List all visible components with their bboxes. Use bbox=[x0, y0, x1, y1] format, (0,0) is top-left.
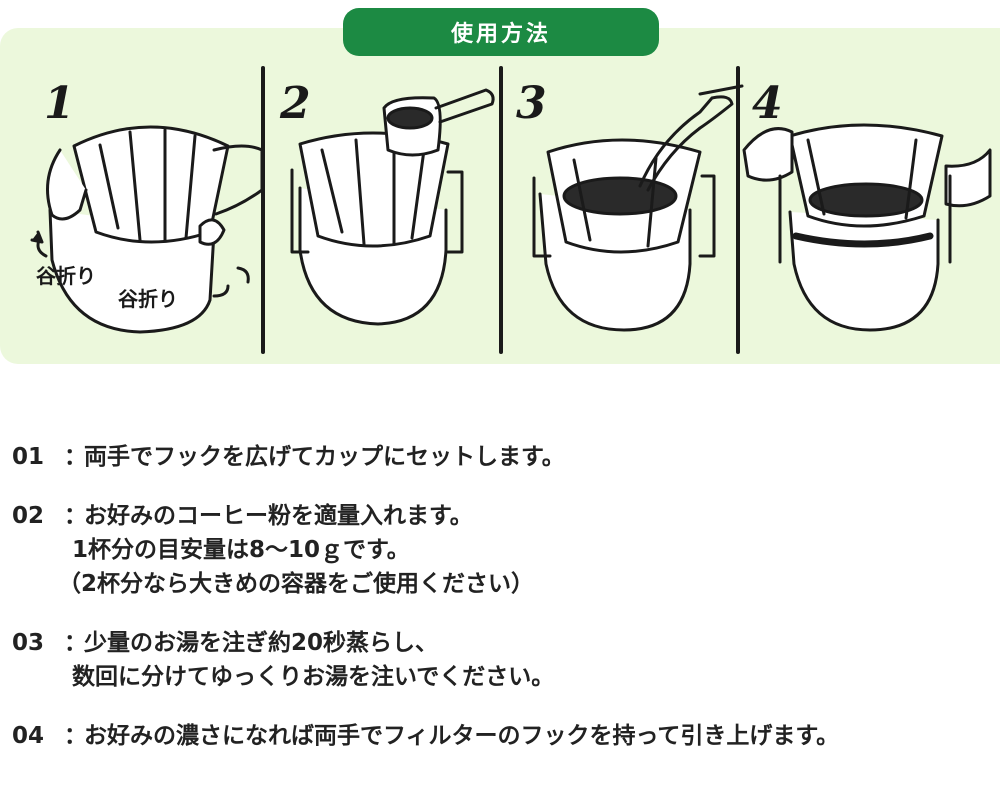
usage-title: 使用方法 bbox=[343, 8, 659, 56]
instruction-step-03: 03 ：少量のお湯を注ぎ約20秒蒸らし、 数回に分けてゆっくりお湯を注いでください… bbox=[12, 626, 997, 694]
instruction-text: 1杯分の目安量は8～10ｇです。 bbox=[72, 537, 410, 563]
instruction-step-02: 02 ：お好みのコーヒー粉を適量入れます。 1杯分の目安量は8～10ｇです。 （2… bbox=[12, 499, 997, 601]
step-number-label: 02 bbox=[12, 503, 45, 529]
step-number: 4 bbox=[752, 78, 783, 129]
step4-illustration bbox=[742, 123, 992, 332]
step1-illustration: 谷折り 谷折り bbox=[30, 125, 264, 334]
step-number: 3 bbox=[516, 78, 547, 129]
colon: ： bbox=[64, 630, 87, 656]
instruction-text: 数回に分けてゆっくりお湯を注いでください。 bbox=[72, 664, 555, 690]
step-number-label: 04 bbox=[12, 723, 45, 749]
step-number: 2 bbox=[279, 78, 311, 129]
colon: ： bbox=[64, 503, 87, 529]
step3-illustration bbox=[532, 84, 744, 332]
colon: ： bbox=[64, 444, 87, 470]
step-number: 1 bbox=[44, 78, 75, 129]
instruction-text: お好みのコーヒー粉を適量入れます。 bbox=[84, 503, 473, 529]
step-number-label: 01 bbox=[12, 444, 45, 470]
fold-label: 谷折り bbox=[118, 287, 178, 311]
colon: ： bbox=[64, 723, 87, 749]
instruction-text: 少量のお湯を注ぎ約20秒蒸らし、 bbox=[84, 630, 439, 656]
fold-label: 谷折り bbox=[36, 264, 96, 288]
instruction-step-01: 01 ：両手でフックを広げてカップにセットします。 bbox=[12, 440, 997, 474]
instruction-text: （2杯分なら大きめの容器をご使用ください） bbox=[58, 571, 535, 597]
instruction-text: お好みの濃さになれば両手でフィルターのフックを持って引き上げます。 bbox=[84, 723, 840, 749]
instruction-step-04: 04 ：お好みの濃さになれば両手でフィルターのフックを持って引き上げます。 bbox=[12, 719, 997, 753]
steps-illustration: 1 2 3 4 谷折り 谷折り bbox=[30, 66, 992, 354]
instruction-text: 両手でフックを広げてカップにセットします。 bbox=[84, 444, 565, 470]
step2-illustration bbox=[290, 88, 495, 326]
step-number-label: 03 bbox=[12, 630, 45, 656]
instructions: 01：両手でフックを広げてカップにセットします。 02：お好みのコーヒー粉を適量… bbox=[12, 440, 997, 778]
